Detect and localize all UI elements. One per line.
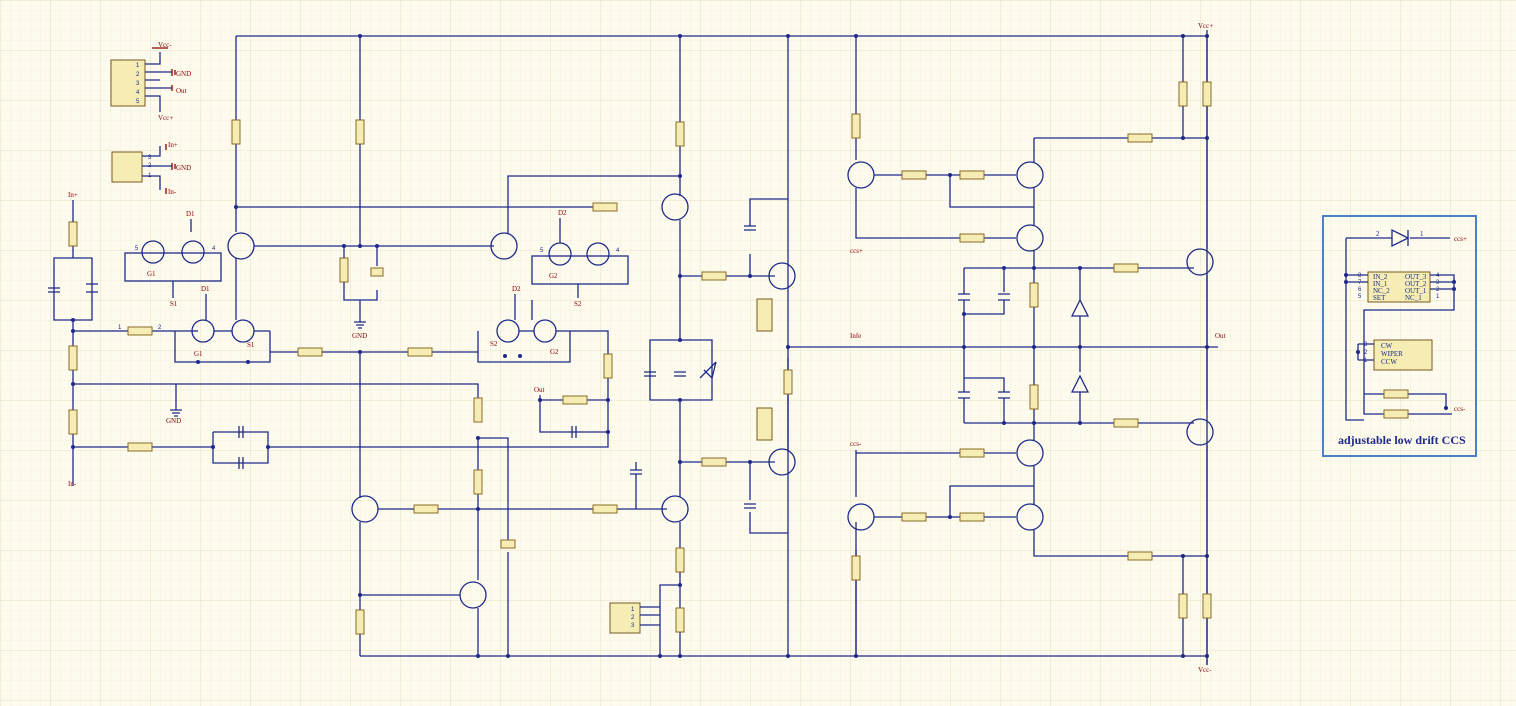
svg-text:WIPER: WIPER xyxy=(1381,350,1403,358)
svg-text:3: 3 xyxy=(631,623,635,629)
svg-text:S1: S1 xyxy=(247,341,255,349)
svg-text:Out: Out xyxy=(176,87,187,95)
jfet-pair-left: 5 4 D1 G1 S1 xyxy=(124,210,222,308)
output-stage-lower: ccs- Vcc- xyxy=(847,439,1212,674)
svg-text:1: 1 xyxy=(118,325,122,331)
svg-text:ccs-: ccs- xyxy=(1454,405,1466,413)
svg-text:8: 8 xyxy=(1358,273,1362,279)
svg-text:1: 1 xyxy=(136,63,140,69)
svg-text:G1: G1 xyxy=(194,350,203,358)
output-stage-upper: Vcc+ ccs+ xyxy=(847,22,1214,440)
svg-text:Vcc-: Vcc- xyxy=(158,41,172,49)
svg-text:S2: S2 xyxy=(574,300,582,308)
svg-text:2: 2 xyxy=(158,325,162,331)
svg-text:5: 5 xyxy=(135,246,139,252)
feedback-chain xyxy=(270,347,478,498)
svg-text:4: 4 xyxy=(1436,273,1440,279)
bottom-rail-junctions xyxy=(358,34,858,658)
svg-text:NC_2: NC_2 xyxy=(1373,287,1390,295)
svg-text:1: 1 xyxy=(1436,294,1440,300)
svg-text:GND: GND xyxy=(176,70,191,78)
svg-text:5: 5 xyxy=(540,248,544,254)
svg-text:GND: GND xyxy=(166,417,181,425)
svg-text:CCW: CCW xyxy=(1381,358,1397,366)
svg-text:In+: In+ xyxy=(168,141,178,149)
svg-text:1: 1 xyxy=(631,607,635,613)
lower-left-stage xyxy=(351,397,667,656)
svg-text:CW: CW xyxy=(1381,342,1393,350)
svg-text:3: 3 xyxy=(148,155,152,161)
svg-text:5: 5 xyxy=(136,99,140,105)
svg-text:In-: In- xyxy=(68,480,77,488)
svg-text:S1: S1 xyxy=(170,300,178,308)
svg-text:IN_2: IN_2 xyxy=(1373,273,1388,281)
svg-text:2: 2 xyxy=(1364,350,1368,356)
driver-column xyxy=(592,36,796,658)
svg-text:2: 2 xyxy=(136,72,140,78)
svg-text:D1: D1 xyxy=(201,285,210,293)
svg-text:3: 3 xyxy=(1364,342,1368,348)
svg-text:IN_1: IN_1 xyxy=(1373,280,1388,288)
svg-text:NC_1: NC_1 xyxy=(1405,294,1422,302)
svg-text:2: 2 xyxy=(1436,287,1440,293)
svg-text:GND: GND xyxy=(176,164,191,172)
infe-net-label: Infe xyxy=(850,332,861,340)
svg-text:S2: S2 xyxy=(490,340,498,348)
svg-text:ccs+: ccs+ xyxy=(1454,235,1467,243)
svg-text:Out: Out xyxy=(534,386,545,394)
svg-text:1: 1 xyxy=(1364,358,1368,364)
output-stage-middle: Out xyxy=(786,268,1226,446)
svg-text:OUT_1: OUT_1 xyxy=(1405,287,1427,295)
svg-text:G2: G2 xyxy=(549,272,558,280)
input-connector: 3 2 1 In+ GND In- xyxy=(111,141,191,196)
svg-text:G2: G2 xyxy=(550,348,559,356)
svg-text:D1: D1 xyxy=(186,210,195,218)
svg-text:Vcc+: Vcc+ xyxy=(1198,22,1213,30)
out-network: Out xyxy=(534,386,610,438)
svg-text:OUT_2: OUT_2 xyxy=(1405,280,1427,288)
bias-connector: 1 2 3 xyxy=(609,602,660,634)
jfet-pair-left-2: D1 G1 S1 xyxy=(174,285,271,364)
svg-text:7: 7 xyxy=(1358,280,1362,286)
ccs-frame xyxy=(1322,215,1477,457)
svg-text:GND: GND xyxy=(352,332,367,340)
svg-text:D2: D2 xyxy=(558,209,567,217)
ccs-block: 2 1 ccs+ IN_2 IN_1 NC_2 SET OUT_3 OUT_2 … xyxy=(1322,215,1477,457)
svg-text:OUT_3: OUT_3 xyxy=(1405,273,1427,281)
jfet-pair-right: 5 4 D2 G2 S2 xyxy=(490,175,680,308)
power-connector: 1 2 3 4 5 Vcc- GND Out Vcc+ xyxy=(110,41,191,122)
svg-text:Vcc+: Vcc+ xyxy=(158,114,173,122)
svg-text:4: 4 xyxy=(212,246,216,252)
svg-text:5: 5 xyxy=(1358,294,1362,300)
svg-text:ccs-: ccs- xyxy=(850,440,862,448)
svg-text:Out: Out xyxy=(1215,332,1226,340)
svg-text:4: 4 xyxy=(136,90,140,96)
svg-text:3: 3 xyxy=(136,81,140,87)
jfet-pair-right-2: D2 S2 G2 xyxy=(477,285,613,448)
ccs-caption: adjustable low drift CCS xyxy=(1338,433,1466,447)
left-diff-column: GND xyxy=(227,36,593,340)
svg-text:G1: G1 xyxy=(147,270,156,278)
svg-text:1: 1 xyxy=(1420,230,1424,238)
svg-text:ccs+: ccs+ xyxy=(850,247,863,255)
svg-text:3: 3 xyxy=(1436,280,1440,286)
svg-text:2: 2 xyxy=(1376,230,1380,238)
svg-text:In-: In- xyxy=(168,188,177,196)
svg-text:6: 6 xyxy=(1358,287,1362,293)
svg-text:SET: SET xyxy=(1373,294,1386,302)
svg-text:Vcc-: Vcc- xyxy=(1198,666,1212,674)
svg-text:2: 2 xyxy=(631,615,635,621)
svg-text:In+: In+ xyxy=(68,191,78,199)
svg-text:4: 4 xyxy=(616,248,620,254)
svg-text:D2: D2 xyxy=(512,285,521,293)
